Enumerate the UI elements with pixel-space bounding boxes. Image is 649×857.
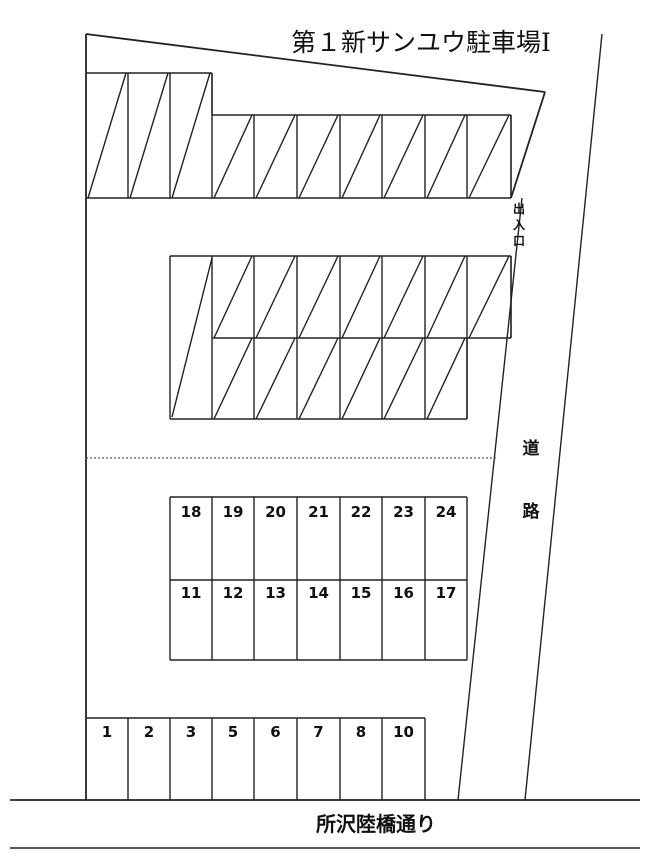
space-hatch: [383, 255, 424, 339]
space-hatch: [341, 114, 381, 199]
space-hatch: [468, 255, 510, 339]
space-hatch: [426, 337, 466, 420]
space-number: 1: [102, 723, 112, 741]
middle-hatched-spaces: [169, 255, 512, 420]
space-number: 3: [186, 723, 196, 741]
space-number: 19: [223, 503, 244, 521]
bottom-row-spaces: [86, 717, 426, 800]
space-hatch: [129, 72, 169, 199]
space-number: 22: [351, 503, 372, 521]
space-hatch: [298, 337, 339, 420]
space-number: 8: [356, 723, 366, 741]
space-number: 2: [144, 723, 154, 741]
space-hatch: [213, 255, 253, 339]
space-hatch: [213, 114, 253, 199]
space-hatch: [255, 255, 296, 339]
entrance-char: 出: [513, 201, 525, 216]
space-number: 5: [228, 723, 238, 741]
space-hatch: [426, 255, 466, 339]
space-number: 7: [313, 723, 323, 741]
road-edges: [457, 33, 603, 801]
space-hatch: [213, 337, 253, 420]
space-number: 12: [223, 584, 244, 602]
top-hatched-spaces: [86, 72, 512, 199]
space-hatch: [171, 257, 213, 418]
space-hatch: [383, 337, 424, 420]
road-char: 道: [523, 438, 540, 459]
entrance-char: 口: [513, 234, 525, 248]
road-char: 路: [523, 501, 541, 522]
entrance-label: 出入口: [513, 201, 525, 248]
space-number: 21: [308, 503, 329, 521]
space-number: 15: [351, 584, 372, 602]
space-number: 6: [270, 723, 280, 741]
lot-boundary: [85, 33, 546, 800]
space-number: 18: [181, 503, 202, 521]
road-label: 道路: [523, 438, 541, 522]
space-number: 20: [265, 503, 286, 521]
street-name: 所沢陸橋通り: [316, 812, 436, 836]
street-edges: [10, 799, 640, 849]
space-hatch: [255, 114, 296, 199]
entrance-char: 入: [513, 218, 525, 232]
space-hatch: [468, 114, 510, 199]
space-hatch: [171, 72, 211, 199]
space-number: 23: [393, 503, 414, 521]
space-number: 14: [308, 584, 329, 602]
space-hatch: [298, 114, 339, 199]
space-hatch: [341, 337, 381, 420]
space-number: 16: [393, 584, 414, 602]
space-hatch: [383, 114, 424, 199]
space-number: 24: [436, 503, 457, 521]
numbered-spaces-block: [169, 496, 468, 661]
space-hatch: [298, 255, 339, 339]
space-hatch: [87, 72, 127, 199]
space-number: 17: [436, 584, 457, 602]
space-hatch: [341, 255, 381, 339]
space-number: 11: [181, 584, 202, 602]
space-hatch: [255, 337, 296, 420]
space-number: 13: [265, 584, 286, 602]
space-number: 10: [393, 723, 414, 741]
map-title: 第１新サンユウ駐車場Ⅰ: [291, 28, 551, 57]
space-hatch: [426, 114, 466, 199]
